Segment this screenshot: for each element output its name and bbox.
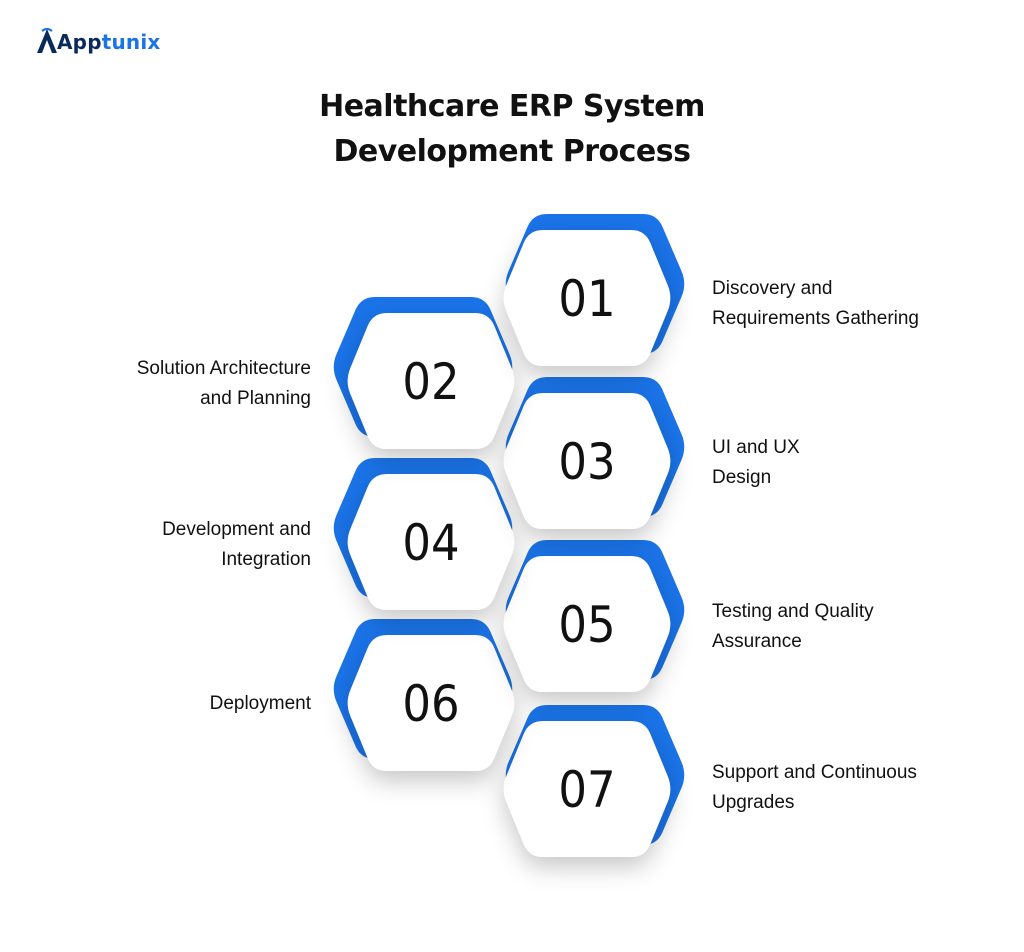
- hexagon-face: [347, 313, 515, 449]
- step-hexagon-02: 02: [333, 297, 515, 449]
- step-label-06: Deployment: [209, 693, 311, 714]
- hexagon-face: [503, 721, 671, 857]
- hexagon-face: [347, 474, 515, 610]
- step-hexagon-03: 03: [503, 377, 685, 529]
- step-number-06: 06: [402, 675, 459, 733]
- page-title: Healthcare ERP System Development Proces…: [0, 84, 1024, 174]
- step-number-07: 07: [558, 761, 615, 819]
- brand-name-part2: tunix: [101, 30, 161, 54]
- step-hexagon-04: 04: [333, 458, 515, 610]
- step-number-03: 03: [558, 433, 615, 491]
- step-hexagon-07: 07: [503, 705, 685, 857]
- step-label-07: Support and Continuous Upgrades: [712, 762, 917, 813]
- apptunix-logo-icon: [37, 28, 57, 53]
- title-line-1: Healthcare ERP System: [319, 89, 705, 124]
- step-number-04: 04: [402, 514, 459, 572]
- hexagon-face: [503, 230, 671, 366]
- step-label-04: Development and Integration: [162, 519, 311, 570]
- hexagon-face: [503, 393, 671, 529]
- step-hexagon-05: 05: [503, 540, 685, 692]
- hexagon-face: [503, 556, 671, 692]
- step-number-05: 05: [558, 596, 615, 654]
- step-number-01: 01: [558, 270, 615, 328]
- step-hexagon-01: 01: [503, 214, 685, 366]
- step-label-01: Discovery and Requirements Gathering: [712, 278, 919, 329]
- hexagon-face: [347, 635, 515, 771]
- step-label-02: Solution Architecture and Planning: [136, 358, 311, 409]
- step-number-02: 02: [402, 353, 459, 411]
- step-hexagon-06: 06: [333, 619, 515, 771]
- brand-name-part1: App: [57, 30, 102, 54]
- step-label-05: Testing and Quality Assurance: [712, 601, 874, 652]
- step-label-03: UI and UX Design: [712, 437, 800, 488]
- title-line-2: Development Process: [333, 134, 691, 169]
